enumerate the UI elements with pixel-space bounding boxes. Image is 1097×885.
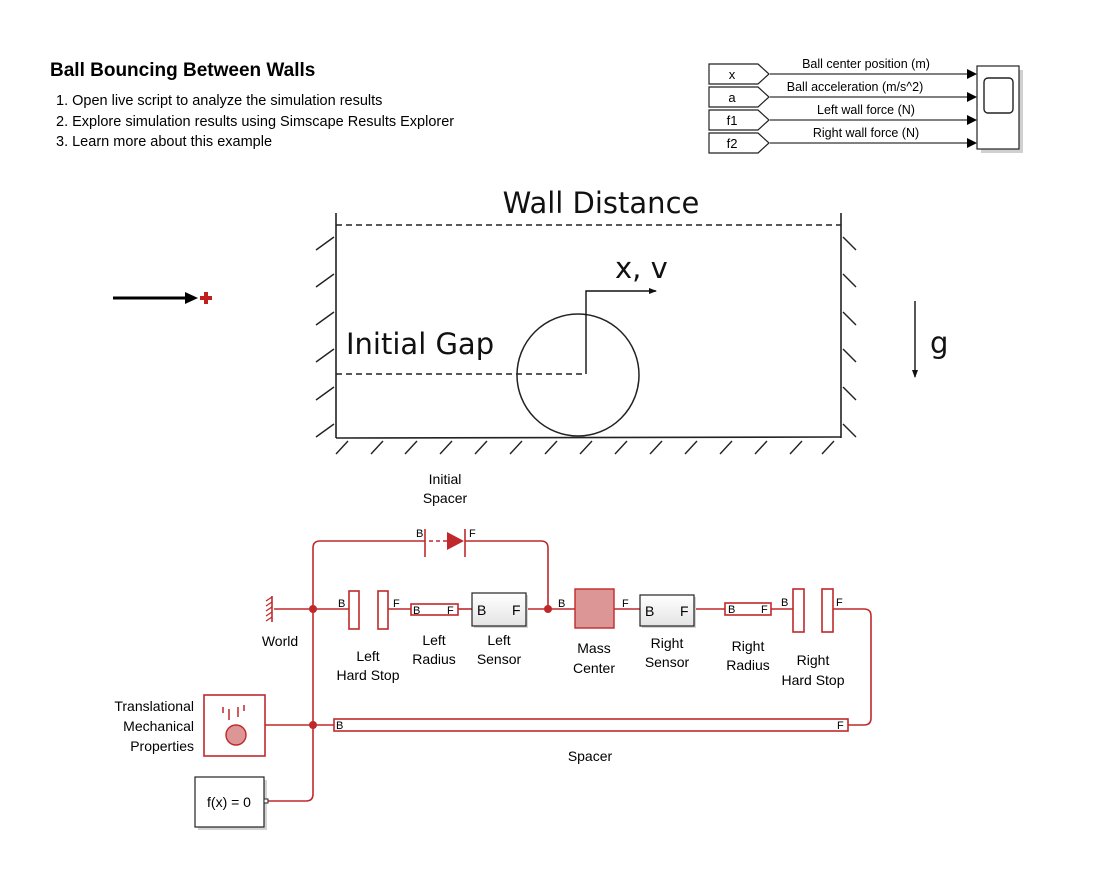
svg-text:F: F [761, 604, 768, 616]
floor [335, 436, 842, 439]
svg-text:Properties: Properties [130, 738, 194, 754]
signal-label-a: Ball acceleration (m/s^2) [787, 80, 923, 94]
world-block[interactable]: World [262, 596, 298, 649]
open-live-script-link[interactable]: 1. Open live script to analyze the simul… [56, 93, 383, 109]
svg-text:a: a [728, 90, 736, 105]
right-sensor-block[interactable]: B F Right Sensor [639, 594, 696, 670]
initial-spacer-block[interactable]: Initial Spacer B F [416, 471, 476, 557]
svg-text:B: B [336, 720, 343, 732]
right-radius-block[interactable]: B F Right Radius [724, 602, 772, 673]
svg-text:B: B [416, 528, 423, 540]
svg-text:F: F [837, 720, 844, 732]
svg-text:F: F [469, 528, 476, 540]
signal-label-f2: Right wall force (N) [813, 126, 919, 140]
svg-text:Hard Stop: Hard Stop [336, 667, 399, 683]
scope-icon [983, 77, 1014, 114]
position-arrow [585, 288, 657, 374]
right-wall-hatch [842, 236, 857, 438]
explore-results-link[interactable]: 2. Explore simulation results using Sims… [56, 113, 455, 130]
svg-text:Left: Left [487, 632, 510, 648]
junction-node [544, 605, 552, 613]
svg-text:B: B [477, 602, 486, 618]
instruction-list: 1. Open live script to analyze the simul… [56, 91, 454, 153]
svg-text:Sensor: Sensor [477, 651, 522, 667]
svg-text:f1: f1 [727, 113, 738, 128]
left-hard-stop-block[interactable]: B F Left Hard Stop [336, 590, 400, 683]
position-label: x, v [615, 251, 668, 285]
junction-node [309, 605, 317, 613]
svg-text:B: B [781, 597, 788, 609]
svg-text:Sensor: Sensor [645, 654, 690, 670]
signal-tag-a[interactable]: a [708, 86, 770, 108]
svg-text:Mechanical: Mechanical [123, 718, 194, 734]
mechanical-connections[interactable] [265, 540, 872, 802]
svg-text:f2: f2 [727, 136, 738, 151]
spacer-block[interactable]: B F Spacer [333, 718, 849, 764]
junction-node [309, 721, 317, 729]
floor-hatch [335, 440, 835, 455]
svg-text:F: F [622, 598, 629, 610]
svg-text:Right: Right [732, 638, 765, 654]
svg-text:F: F [680, 603, 689, 619]
signal-tag-f2[interactable]: f2 [708, 132, 770, 154]
page-title: Ball Bouncing Between Walls [50, 60, 316, 81]
svg-text:B: B [645, 603, 654, 619]
ball [516, 313, 640, 437]
world-label: World [262, 633, 298, 649]
signal-label-x: Ball center position (m) [802, 57, 930, 71]
connection-arrow-icon [113, 292, 198, 304]
svg-text:Spacer: Spacer [568, 748, 613, 764]
svg-text:B: B [728, 604, 735, 616]
svg-text:Mass: Mass [577, 640, 610, 656]
right-hard-stop-block[interactable]: B F Right Hard Stop [781, 588, 845, 688]
svg-text:Right: Right [797, 652, 830, 668]
svg-text:F: F [393, 598, 400, 610]
svg-text:Spacer: Spacer [423, 490, 468, 506]
svg-text:B: B [558, 598, 565, 610]
svg-text:x: x [729, 67, 736, 82]
left-sensor-block[interactable]: B F Left Sensor [471, 592, 528, 667]
svg-text:Radius: Radius [726, 657, 770, 673]
svg-text:Hard Stop: Hard Stop [781, 672, 844, 688]
left-radius-block[interactable]: B F Left Radius [410, 603, 459, 667]
svg-text:Initial: Initial [429, 471, 462, 487]
svg-text:B: B [413, 605, 420, 617]
mass-center-block[interactable]: B F Mass Center [558, 588, 629, 676]
schematic-illustration: Wall Distance [315, 186, 948, 455]
learn-more-link[interactable]: 3. Learn more about this example [56, 134, 273, 150]
svg-text:F: F [512, 602, 521, 618]
svg-text:Left: Left [356, 648, 379, 664]
signal-label-f1: Left wall force (N) [817, 103, 915, 117]
signal-tag-x[interactable]: x [708, 63, 770, 85]
svg-text:Left: Left [422, 632, 445, 648]
add-plus-icon[interactable] [200, 292, 212, 304]
gravity-label: g [930, 326, 948, 360]
wall-distance-label: Wall Distance [503, 186, 700, 220]
svg-text:B: B [338, 598, 345, 610]
svg-text:Radius: Radius [412, 651, 456, 667]
left-wall-hatch [315, 236, 335, 438]
svg-text:Translational: Translational [114, 698, 194, 714]
translational-mechanical-properties-block[interactable]: Translational Mechanical Properties [114, 694, 266, 757]
svg-text:f(x) = 0: f(x) = 0 [207, 794, 251, 810]
svg-text:Right: Right [651, 635, 684, 651]
svg-text:Center: Center [573, 660, 615, 676]
initial-gap-label: Initial Gap [346, 327, 494, 361]
solver-configuration-block[interactable]: f(x) = 0 [194, 776, 269, 830]
signal-tag-f1[interactable]: f1 [708, 109, 770, 131]
svg-text:F: F [447, 605, 454, 617]
svg-text:F: F [836, 597, 843, 609]
scope-block[interactable] [976, 65, 1023, 153]
